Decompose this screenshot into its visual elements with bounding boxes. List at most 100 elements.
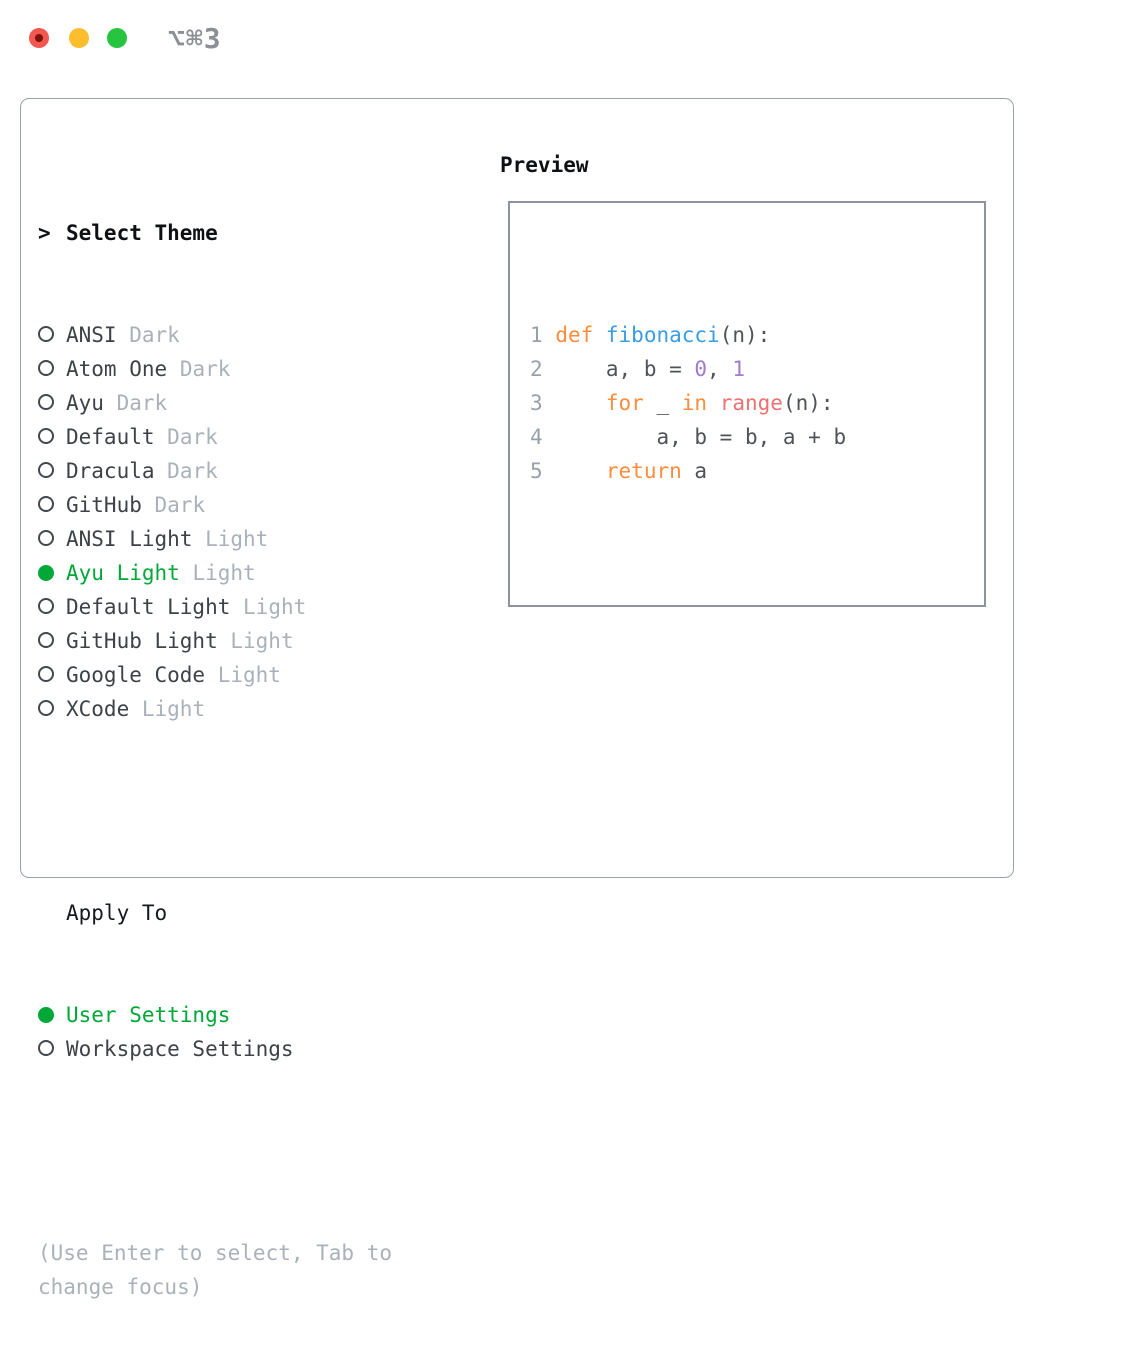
code-token-plain [707, 391, 720, 415]
hint-line: change focus) [38, 1275, 203, 1299]
theme-variant-label: Dark [129, 323, 180, 347]
code-token-plain: _ [643, 391, 682, 415]
app-window: { "window": { "shortcut_badge": "⌥⌘3" },… [20, 22, 1014, 1299]
apply-option-label: Workspace Settings [66, 1037, 294, 1061]
theme-option-github[interactable]: GitHub Dark [38, 488, 392, 522]
spacer [38, 1134, 392, 1168]
spacer [38, 794, 392, 828]
theme-variant-label: Light [243, 595, 307, 619]
zoom-button[interactable] [107, 28, 127, 48]
theme-variant-label: Light [205, 527, 269, 551]
hint-text: (Use Enter to select, Tab to change focus… [38, 1236, 392, 1304]
radio-selected-icon [38, 556, 66, 590]
theme-variant-label: Dark [154, 493, 206, 517]
code-line: 1 def fibonacci(n): [530, 318, 846, 352]
theme-name: Ayu Light [66, 561, 180, 585]
theme-option-default-light[interactable]: Default Light Light [38, 590, 392, 624]
open-circle-icon [38, 428, 54, 444]
radio-unselected-icon [38, 352, 66, 386]
radio-unselected-icon [38, 386, 66, 420]
code-token-plain: a [681, 459, 708, 483]
record-dot-icon [35, 34, 43, 42]
theme-variant-label: Light [192, 561, 256, 585]
theme-name: GitHub Light [66, 629, 218, 653]
code-token-number: 0 [694, 357, 708, 381]
theme-option-default[interactable]: Default Dark [38, 420, 392, 454]
code-token-builtin: range [719, 391, 783, 415]
theme-option-atom-one[interactable]: Atom One Dark [38, 352, 392, 386]
apply-option-label: User Settings [66, 1003, 231, 1027]
code-token-plain: , [707, 357, 733, 381]
select-theme-header: >Select Theme [38, 216, 392, 250]
preview-title: Preview [500, 153, 589, 177]
code-token-plain: a, b = b, a + b [555, 425, 847, 449]
radio-unselected-icon [38, 658, 66, 692]
code-token-keyword: def [555, 323, 606, 347]
theme-variant-label: Dark [179, 357, 231, 381]
open-circle-icon [38, 1040, 54, 1056]
filled-circle-icon [38, 1007, 54, 1023]
theme-variant-label: Light [217, 663, 281, 687]
theme-name: Default Light [66, 595, 231, 619]
apply-to-title: Apply To [66, 901, 168, 925]
open-circle-icon [38, 394, 54, 410]
line-number: 3 [530, 391, 543, 415]
theme-option-xcode[interactable]: XCode Light [38, 692, 392, 726]
code-token-keyword: in [681, 391, 708, 415]
theme-option-ansi[interactable]: ANSI Dark [38, 318, 392, 352]
minimize-button[interactable] [69, 28, 89, 48]
radio-unselected-icon [38, 1032, 66, 1066]
code-token-function: fibonacci [605, 323, 720, 347]
open-circle-icon [38, 462, 54, 478]
apply-option-workspace-settings[interactable]: Workspace Settings [38, 1032, 392, 1066]
code-token-plain: (n): [719, 323, 771, 347]
open-circle-icon [38, 530, 54, 546]
code-line: 3 for _ in range(n): [530, 386, 846, 420]
theme-name: Dracula [66, 459, 155, 483]
theme-option-ayu-light[interactable]: Ayu Light Light [38, 556, 392, 590]
code-line: 5 return a [530, 454, 846, 488]
theme-option-google-code[interactable]: Google Code Light [38, 658, 392, 692]
code-token-keyword: return [605, 459, 682, 483]
radio-unselected-icon [38, 624, 66, 658]
theme-name: Default [66, 425, 155, 449]
theme-option-github-light[interactable]: GitHub Light Light [38, 624, 392, 658]
hint-line: (Use Enter to select, Tab to [38, 1241, 393, 1265]
theme-variant-label: Dark [167, 425, 218, 449]
theme-name: Atom One [66, 357, 168, 381]
line-number: 1 [530, 323, 543, 347]
theme-name: Ayu [66, 391, 104, 415]
theme-name: XCode [66, 697, 130, 721]
line-number: 2 [530, 357, 543, 381]
radio-selected-icon [38, 998, 66, 1032]
apply-option-user-settings[interactable]: User Settings [38, 998, 392, 1032]
code-token-plain: (n): [782, 391, 834, 415]
theme-option-dracula[interactable]: Dracula Dark [38, 454, 392, 488]
radio-unselected-icon [38, 488, 66, 522]
radio-unselected-icon [38, 692, 66, 726]
theme-variant-label: Light [141, 697, 206, 721]
open-circle-icon [38, 632, 54, 648]
radio-unselected-icon [38, 454, 66, 488]
radio-unselected-icon [38, 522, 66, 556]
theme-option-ayu[interactable]: Ayu Dark [38, 386, 392, 420]
prompt-caret-icon: > [38, 221, 51, 245]
window-shortcut-badge: ⌥⌘3 [168, 22, 222, 55]
open-circle-icon [38, 666, 54, 682]
theme-option-ansi-light[interactable]: ANSI Light Light [38, 522, 392, 556]
code-line: 4 a, b = b, a + b [530, 420, 846, 454]
code-token-plain: a, b = [555, 357, 695, 381]
code-token-number: 1 [732, 357, 745, 381]
line-number: 4 [530, 425, 543, 449]
open-circle-icon [38, 700, 54, 716]
theme-variant-label: Light [230, 629, 294, 653]
code-token-plain [555, 391, 606, 415]
apply-to-header: Apply To [38, 896, 392, 930]
close-button[interactable] [29, 28, 49, 48]
